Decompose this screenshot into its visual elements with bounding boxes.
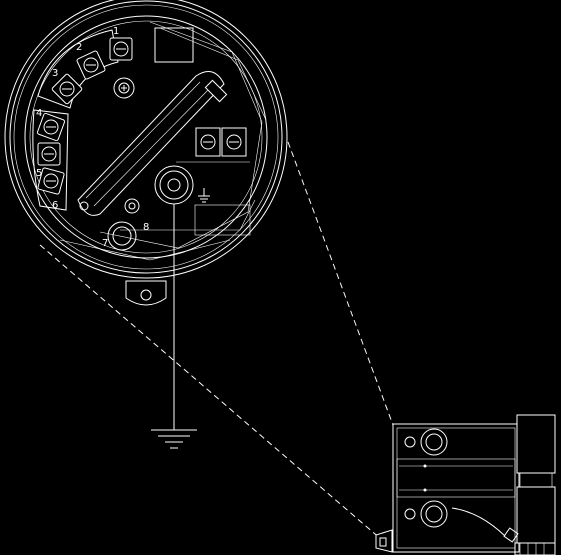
earth-ground-icon bbox=[151, 429, 197, 449]
device-overview bbox=[375, 414, 556, 555]
callout-8-part: 8 bbox=[124, 198, 149, 233]
screw bbox=[113, 77, 135, 99]
terminal-5: 5 bbox=[36, 142, 61, 179]
mounting-lug bbox=[125, 280, 167, 306]
detail-projection-lines bbox=[39, 141, 394, 541]
terminal-2: 2 bbox=[76, 42, 106, 80]
terminal-label: 3 bbox=[52, 68, 58, 79]
circuit-board-arm bbox=[77, 71, 228, 216]
callout-label: 7 bbox=[102, 238, 108, 249]
device-upper-port bbox=[404, 428, 448, 456]
terminal-4: 4 bbox=[36, 108, 66, 142]
device-lower-port bbox=[404, 500, 448, 528]
terminal-3: 3 bbox=[51, 68, 83, 105]
ground-stud bbox=[154, 165, 194, 205]
earth-ground bbox=[151, 204, 197, 449]
callout-7-part: 7 bbox=[102, 221, 137, 251]
power-terminal-pair bbox=[176, 127, 250, 163]
terminal-label: 5 bbox=[36, 168, 42, 179]
terminal-label: 2 bbox=[76, 42, 82, 53]
terminal-block: 1 2 3 4 bbox=[32, 26, 133, 211]
terminal-label: 4 bbox=[36, 108, 42, 119]
enclosure-detail: 1 2 3 4 bbox=[4, 0, 288, 306]
terminal-1: 1 bbox=[109, 26, 133, 61]
ground-symbol-small-icon bbox=[198, 188, 210, 203]
terminal-6: 6 bbox=[37, 167, 65, 211]
terminal-label: 6 bbox=[52, 200, 58, 211]
terminal-label: 1 bbox=[113, 26, 119, 37]
callout-label: 8 bbox=[143, 222, 149, 233]
